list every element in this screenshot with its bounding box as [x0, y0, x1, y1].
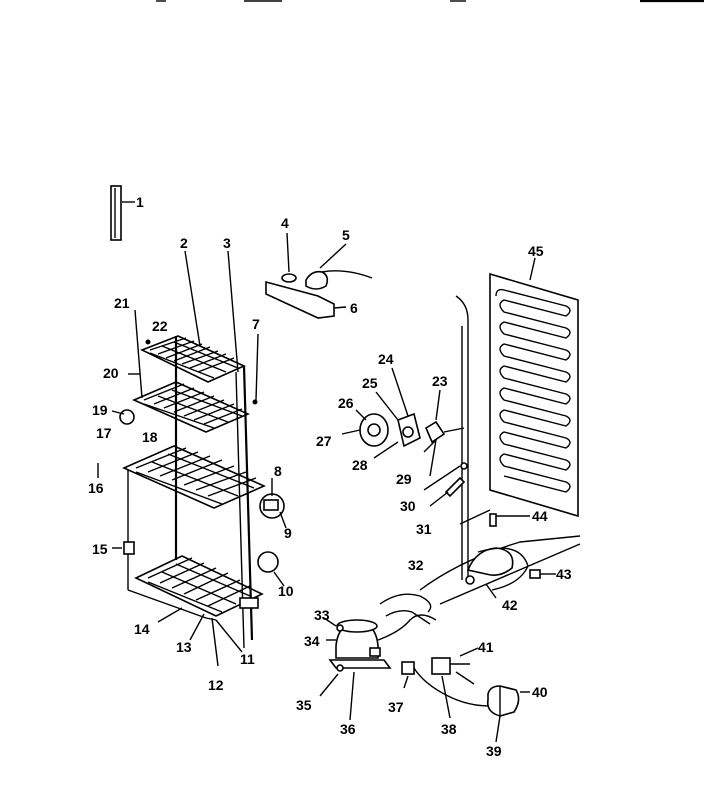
callout-40: 40 [532, 684, 548, 700]
condenser-coil [423, 257, 579, 580]
callout-18: 18 [142, 429, 158, 445]
callout-41: 41 [478, 639, 494, 655]
callout-3: 3 [223, 235, 231, 251]
electrical-parts [401, 647, 530, 743]
callout-31: 31 [416, 521, 432, 537]
callout-45: 45 [528, 243, 544, 259]
callout-15: 15 [92, 541, 108, 557]
callout-10: 10 [278, 583, 294, 599]
fan-motor [341, 367, 465, 477]
callout-6: 6 [350, 300, 358, 316]
callout-13: 13 [176, 639, 192, 655]
callout-16: 16 [88, 480, 104, 496]
callout-28: 28 [352, 457, 368, 473]
callout-44: 44 [532, 508, 548, 524]
callout-14: 14 [134, 621, 150, 637]
callout-27: 27 [316, 433, 332, 449]
callout-labels: 1 2 3 4 5 6 7 8 9 10 11 12 13 14 15 16 1… [88, 194, 572, 759]
part-light-housing [265, 232, 373, 319]
callout-24: 24 [378, 351, 394, 367]
callout-4: 4 [281, 215, 289, 231]
shelf-rack [119, 335, 285, 649]
callout-33: 33 [314, 607, 330, 623]
callout-23: 23 [432, 373, 448, 389]
callout-1: 1 [136, 194, 144, 210]
callout-36: 36 [340, 721, 356, 737]
callout-21: 21 [114, 295, 130, 311]
callout-11: 11 [240, 651, 255, 667]
callout-22: 22 [152, 318, 168, 334]
callout-2: 2 [180, 235, 188, 251]
leader-lines-left [97, 250, 287, 667]
callout-5: 5 [342, 227, 350, 243]
callout-37: 37 [388, 699, 404, 715]
callout-29: 29 [396, 471, 412, 487]
callout-30: 30 [400, 498, 416, 514]
callout-9: 9 [284, 525, 292, 541]
callout-26: 26 [338, 395, 354, 411]
callout-34: 34 [304, 633, 320, 649]
part-bar [110, 185, 135, 241]
callout-19: 19 [92, 402, 108, 418]
callout-35: 35 [296, 697, 312, 713]
callout-39: 39 [486, 743, 502, 759]
drain-tubing [379, 535, 581, 625]
compressor [319, 614, 437, 721]
callout-12: 12 [208, 677, 224, 693]
callout-20: 20 [103, 365, 119, 381]
callout-38: 38 [441, 721, 457, 737]
callout-8: 8 [274, 463, 282, 479]
callout-32: 32 [408, 557, 424, 573]
callout-17: 17 [96, 425, 112, 441]
callout-7: 7 [252, 316, 260, 332]
callout-25: 25 [362, 375, 378, 391]
callout-42: 42 [502, 597, 518, 613]
callout-43: 43 [556, 566, 572, 582]
